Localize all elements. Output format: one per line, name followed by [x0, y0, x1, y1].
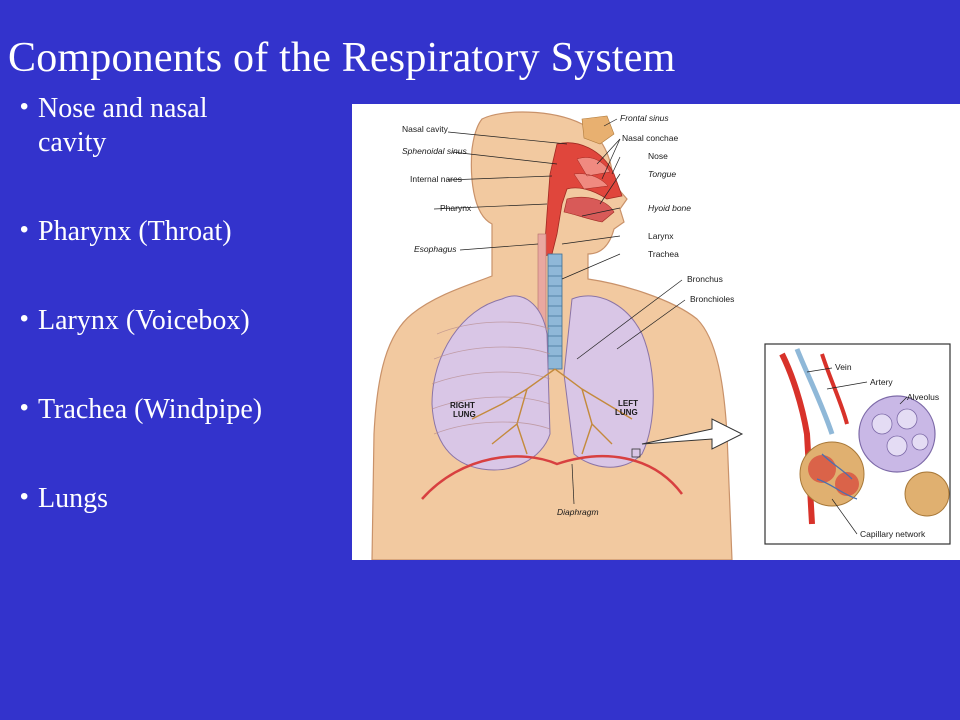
bullet-item-pharynx: Pharynx (Throat) — [20, 213, 340, 249]
label-bronchioles: Bronchioles — [690, 294, 734, 304]
label-artery: Artery — [870, 377, 893, 387]
label-esophagus: Esophagus — [414, 244, 457, 254]
label-tongue: Tongue — [648, 169, 676, 179]
label-larynx: Larynx — [648, 231, 674, 241]
trachea-shape — [547, 253, 563, 370]
anatomy-illustration: Nasal cavity Sphenoidal sinus Internal n… — [371, 111, 951, 560]
bullet-text: Larynx (Voicebox) — [38, 305, 250, 336]
respiratory-system-diagram: Nasal cavity Sphenoidal sinus Internal n… — [352, 104, 960, 560]
bullet-text: Trachea (Windpipe) — [38, 394, 263, 425]
trachea-rings — [548, 265, 562, 357]
label-hyoid-bone: Hyoid bone — [648, 203, 691, 213]
frontal-sinus-shape — [581, 115, 615, 145]
alveolus-inset-art — [779, 348, 950, 525]
label-bronchus: Bronchus — [687, 274, 723, 284]
label-right-lung-2: LUNG — [453, 410, 476, 419]
slide-title: Components of the Respiratory System — [8, 35, 676, 81]
bullet-text: Nose and nasal — [38, 93, 208, 124]
label-vein: Vein — [835, 362, 852, 372]
label-sphenoidal-sinus: Sphenoidal sinus — [402, 146, 467, 156]
right-lung-shape — [431, 295, 551, 471]
rib-lines — [431, 321, 551, 435]
zoom-arrow-icon — [641, 418, 744, 450]
bullet-item-lungs: Lungs — [20, 480, 340, 516]
tongue-shape — [563, 196, 615, 223]
label-left-lung-1: LEFT — [618, 399, 638, 408]
bronchial-tree — [471, 368, 633, 455]
label-internal-nares: Internal nares — [410, 174, 462, 184]
label-nasal-cavity: Nasal cavity — [402, 124, 449, 134]
label-nasal-conchae: Nasal conchae — [622, 133, 679, 143]
label-pharynx: Pharynx — [440, 203, 472, 213]
zoom-indicator-box — [631, 448, 641, 458]
bullet-text-continued: cavity — [38, 127, 107, 158]
label-left-lung-2: LUNG — [615, 408, 638, 417]
bullet-list: Nose and nasal cavity Pharynx (Throat) L… — [20, 90, 340, 516]
bullet-text: Pharynx (Throat) — [38, 216, 232, 247]
nasal-conchae-shape — [573, 157, 611, 190]
bullet-item-trachea: Trachea (Windpipe) — [20, 391, 340, 427]
label-alveolus: Alveolus — [907, 392, 939, 402]
bullet-item-larynx: Larynx (Voicebox) — [20, 302, 340, 338]
label-trachea: Trachea — [648, 249, 679, 259]
bullet-text: Lungs — [38, 483, 108, 514]
label-frontal-sinus: Frontal sinus — [620, 113, 669, 123]
bullet-item-nose: Nose and nasal cavity — [20, 90, 340, 160]
label-capillary-network: Capillary network — [860, 529, 926, 539]
label-leader-lines — [433, 118, 908, 535]
label-nose: Nose — [648, 151, 668, 161]
label-diaphragm: Diaphragm — [557, 507, 599, 517]
diaphragm-shape — [421, 455, 683, 500]
label-right-lung-1: RIGHT — [450, 401, 475, 410]
